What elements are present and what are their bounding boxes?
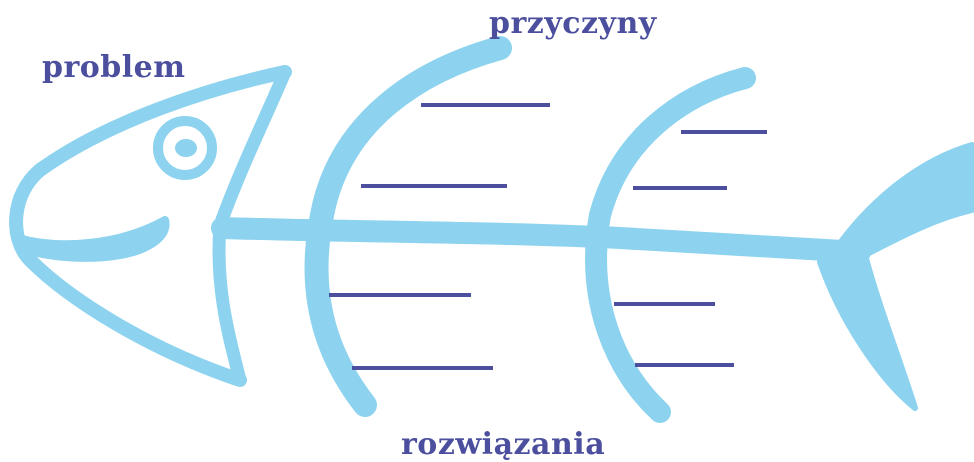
fish-mouth bbox=[18, 220, 166, 258]
causes-label: przyczyny bbox=[489, 6, 657, 41]
solutions-label: rozwiązania bbox=[401, 427, 605, 462]
fish-tail bbox=[820, 145, 972, 408]
problem-label: problem bbox=[42, 50, 186, 85]
fish-pupil bbox=[175, 139, 197, 157]
